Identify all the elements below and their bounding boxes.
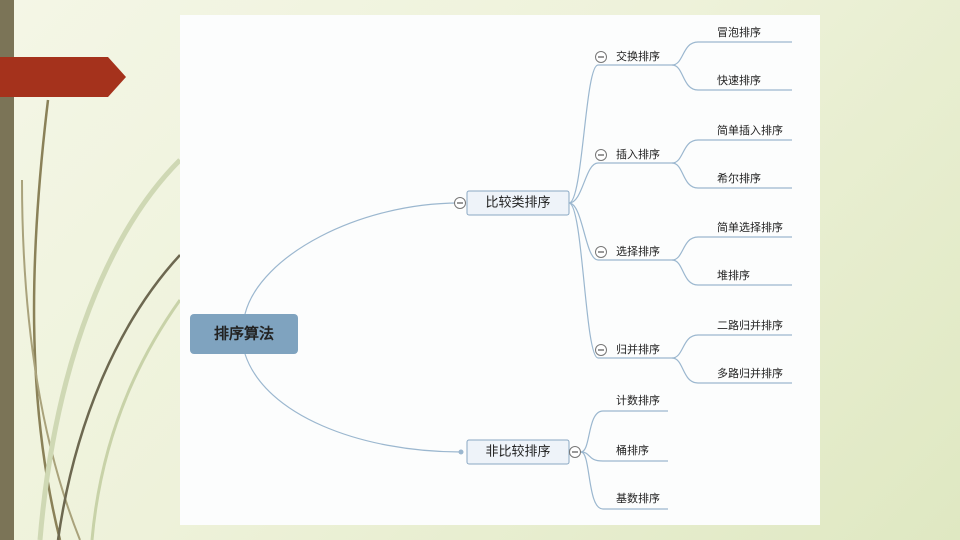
root-node-label: 排序算法	[214, 325, 274, 343]
branch-compare-label: 比较类排序	[485, 196, 550, 211]
group-to-leaf-line	[671, 334, 699, 359]
group-to-leaf-line	[671, 259, 699, 286]
group-node-label: 选择排序	[616, 244, 660, 258]
compare-to-group-line	[568, 162, 599, 204]
compare-to-group-line	[568, 202, 599, 359]
branch-noncompare-label: 非比较排序	[485, 445, 550, 460]
leaf-node-label: 二路归并排序	[717, 318, 783, 332]
group-to-leaf-line	[671, 357, 699, 384]
leaf-node-label: 桶排序	[616, 443, 649, 457]
leaf-node-label: 快速排序	[717, 73, 761, 87]
leaf-node-label: 希尔排序	[717, 171, 761, 185]
noncompare-to-leaf-line	[580, 451, 604, 510]
group-to-leaf-line	[671, 162, 699, 189]
swoosh-line	[90, 299, 182, 540]
group-to-leaf-line	[671, 236, 699, 261]
group-to-leaf-line	[671, 41, 699, 66]
swoosh-line	[21, 179, 81, 540]
swoosh-line	[56, 254, 181, 540]
noncompare-to-leaf-line	[580, 451, 604, 462]
leaf-node-label: 多路归并排序	[717, 366, 783, 380]
branch-noncompare-dot	[458, 449, 464, 455]
group-node-label: 插入排序	[616, 147, 660, 161]
compare-to-group-line	[568, 64, 599, 204]
group-node-label: 归并排序	[616, 342, 660, 356]
title-arrow-shape	[0, 57, 126, 97]
leaf-node-label: 基数排序	[616, 491, 660, 505]
root-to-compare-line	[244, 202, 460, 315]
root-node[interactable]	[190, 314, 298, 354]
swoosh-line	[37, 158, 182, 540]
group-to-leaf-line	[671, 139, 699, 164]
leaf-node-label: 冒泡排序	[717, 25, 761, 39]
leaf-node-label: 简单选择排序	[717, 220, 783, 234]
compare-to-group-line	[568, 202, 599, 261]
leaf-node-label: 堆排序	[717, 268, 750, 282]
swoosh-line	[32, 99, 62, 540]
group-node-label: 交换排序	[616, 49, 660, 63]
noncompare-to-leaf-line	[580, 410, 604, 453]
leaf-node-label: 简单插入排序	[717, 123, 783, 137]
root-to-noncompare-line	[244, 353, 462, 453]
group-to-leaf-line	[671, 64, 699, 91]
left-accent-bar	[0, 0, 14, 540]
leaf-node-label: 计数排序	[616, 393, 660, 407]
